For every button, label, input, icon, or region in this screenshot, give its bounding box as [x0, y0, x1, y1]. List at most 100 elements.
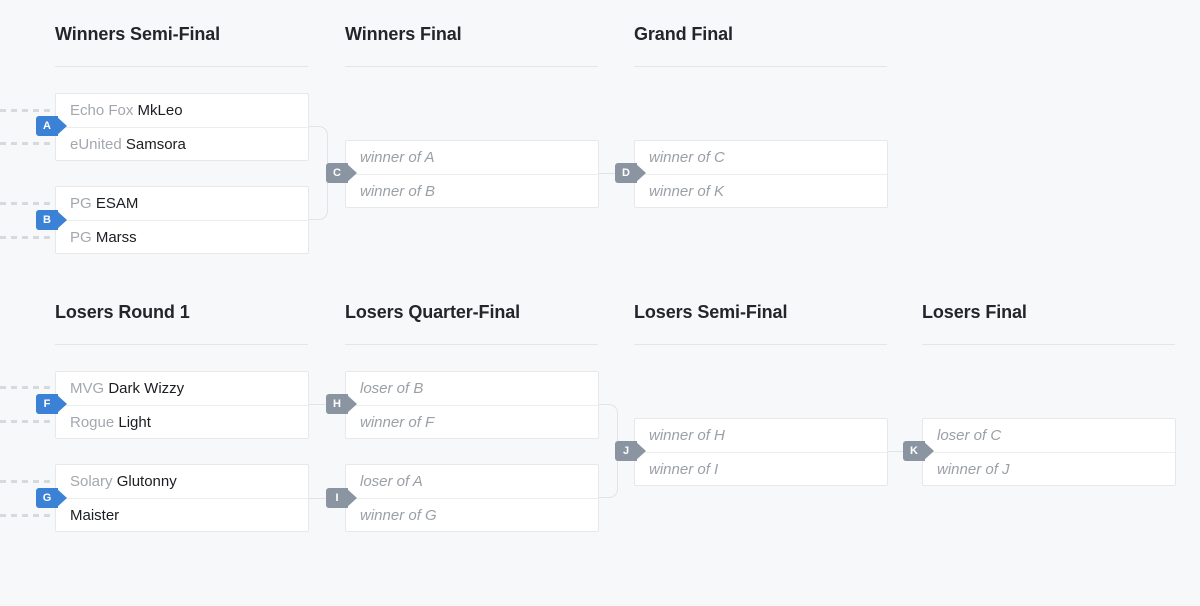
- connector-a-to-c: [308, 126, 328, 148]
- round-rule-grand-final: [634, 66, 887, 67]
- match-f[interactable]: MVG Dark Wizzy Rogue Light: [55, 371, 309, 439]
- match-c[interactable]: winner of A winner of B: [345, 140, 599, 208]
- match-badge-k-letter: K: [910, 445, 918, 457]
- match-h[interactable]: loser of B winner of F: [345, 371, 599, 439]
- match-j-slot-1[interactable]: winner of H: [649, 427, 725, 444]
- match-a-slot-1[interactable]: Echo Fox MkLeo: [56, 94, 308, 127]
- match-k[interactable]: loser of C winner of J: [922, 418, 1176, 486]
- match-badge-d-tip-icon: [635, 163, 646, 183]
- match-badge-f[interactable]: F: [36, 394, 67, 414]
- match-a-slot-1-team: Echo Fox: [70, 102, 138, 119]
- match-a[interactable]: Echo Fox MkLeo eUnited Samsora: [55, 93, 309, 161]
- match-j-slot-2[interactable]: winner of I: [635, 452, 887, 485]
- match-badge-b[interactable]: B: [36, 210, 67, 230]
- match-g-slot-1[interactable]: Solary Glutonny: [56, 465, 308, 498]
- seed-connector-g-top: [0, 480, 55, 483]
- match-g-slot-2-name: Maister: [70, 507, 120, 524]
- seed-connector-a-bottom: [0, 142, 55, 145]
- round-header-grand-final: Grand Final: [634, 24, 733, 44]
- match-badge-c-body: [326, 163, 348, 183]
- match-b-slot-1-name: ESAM: [95, 195, 139, 212]
- round-rule-losers-final: [922, 344, 1175, 345]
- match-h-slot-2[interactable]: winner of F: [346, 405, 598, 438]
- match-badge-j[interactable]: J: [615, 441, 646, 461]
- match-badge-c-letter: C: [333, 167, 341, 179]
- match-badge-f-tip-icon: [56, 394, 67, 414]
- match-badge-h-tip-icon: [346, 394, 357, 414]
- match-d-slot-1[interactable]: winner of C: [649, 149, 725, 166]
- seed-connector-g-bottom: [0, 514, 55, 517]
- match-badge-k-body: [903, 441, 925, 461]
- match-b-slot-2[interactable]: PG Marss: [56, 220, 308, 253]
- match-i-slot-2[interactable]: winner of G: [346, 498, 598, 531]
- round-rule-losers-quarter-final: [345, 344, 598, 345]
- match-badge-i-tip-icon: [346, 488, 357, 508]
- match-badge-d-body: [615, 163, 637, 183]
- seed-connector-b-bottom: [0, 236, 55, 239]
- round-header-losers-quarter-final: Losers Quarter-Final: [345, 302, 521, 322]
- match-badge-a-body: [36, 116, 58, 136]
- round-header-losers-final: Losers Final: [922, 302, 1027, 322]
- match-f-slot-1-name: Dark Wizzy: [108, 380, 185, 397]
- round-rule-losers-round-1: [55, 344, 308, 345]
- match-d-slot-2[interactable]: winner of K: [635, 174, 887, 207]
- match-a-slot-2[interactable]: eUnited Samsora: [56, 127, 308, 160]
- match-a-slot-2-team: eUnited: [70, 136, 126, 153]
- match-f-slot-1-team: MVG: [70, 380, 109, 397]
- match-badge-a-tip-icon: [56, 116, 67, 136]
- match-badge-i[interactable]: I: [326, 488, 357, 508]
- match-badge-g-tip-icon: [56, 488, 67, 508]
- match-badge-k-tip-icon: [923, 441, 934, 461]
- match-badge-h-body: [326, 394, 348, 414]
- round-header-winners-semi-final: Winners Semi-Final: [55, 24, 221, 44]
- match-i[interactable]: loser of A winner of G: [345, 464, 599, 532]
- connector-h-to-j: [598, 404, 618, 426]
- round-header-losers-round-1: Losers Round 1: [55, 302, 190, 322]
- match-h-slot-1[interactable]: loser of B: [360, 380, 424, 397]
- match-d[interactable]: winner of C winner of K: [634, 140, 888, 208]
- match-badge-i-letter: I: [335, 492, 339, 504]
- match-a-slot-2-name: Samsora: [125, 136, 186, 153]
- round-rule-losers-semi-final: [634, 344, 887, 345]
- match-badge-g-body: [36, 488, 58, 508]
- match-j[interactable]: winner of H winner of I: [634, 418, 888, 486]
- match-badge-c[interactable]: C: [326, 163, 357, 183]
- match-f-slot-2[interactable]: Rogue Light: [56, 405, 308, 438]
- match-badge-k[interactable]: K: [903, 441, 934, 461]
- match-k-slot-1[interactable]: loser of C: [937, 427, 1002, 444]
- round-header-losers-semi-final: Losers Semi-Final: [634, 302, 788, 322]
- round-rule-winners-final: [345, 66, 598, 67]
- match-badge-b-body: [36, 210, 58, 230]
- connector-i-to-j: [598, 476, 618, 498]
- match-badge-j-tip-icon: [635, 441, 646, 461]
- match-badge-f-body: [36, 394, 58, 414]
- match-badge-c-tip-icon: [346, 163, 357, 183]
- match-b[interactable]: PG ESAM PG Marss: [55, 186, 309, 254]
- match-b-slot-1-team: PG: [70, 195, 96, 212]
- round-header-winners-final: Winners Final: [345, 24, 462, 44]
- match-g[interactable]: Solary Glutonny Maister: [55, 464, 309, 532]
- match-badge-h-letter: H: [333, 398, 341, 410]
- match-badge-d[interactable]: D: [615, 163, 646, 183]
- match-b-slot-1[interactable]: PG ESAM: [56, 187, 308, 220]
- match-badge-i-body: [326, 488, 348, 508]
- match-c-slot-1[interactable]: winner of A: [360, 149, 435, 166]
- match-b-slot-2-team: PG: [70, 229, 96, 246]
- match-k-slot-2[interactable]: winner of J: [923, 452, 1175, 485]
- match-b-slot-2-name: Marss: [95, 229, 137, 246]
- match-f-slot-1[interactable]: MVG Dark Wizzy: [56, 372, 308, 405]
- connector-b-to-c: [308, 198, 328, 220]
- match-badge-j-letter: J: [622, 445, 630, 457]
- match-badge-g[interactable]: G: [36, 488, 67, 508]
- match-g-slot-2[interactable]: Maister: [56, 498, 308, 531]
- match-f-slot-2-name: Light: [118, 414, 151, 431]
- match-badge-h[interactable]: H: [326, 394, 357, 414]
- match-badge-a[interactable]: A: [36, 116, 67, 136]
- match-i-slot-1[interactable]: loser of A: [360, 473, 423, 490]
- match-badge-d-letter: D: [622, 167, 630, 179]
- match-c-slot-2[interactable]: winner of B: [346, 174, 598, 207]
- match-badge-b-tip-icon: [56, 210, 67, 230]
- seed-connector-f-top: [0, 386, 55, 389]
- seed-connector-b-top: [0, 202, 55, 205]
